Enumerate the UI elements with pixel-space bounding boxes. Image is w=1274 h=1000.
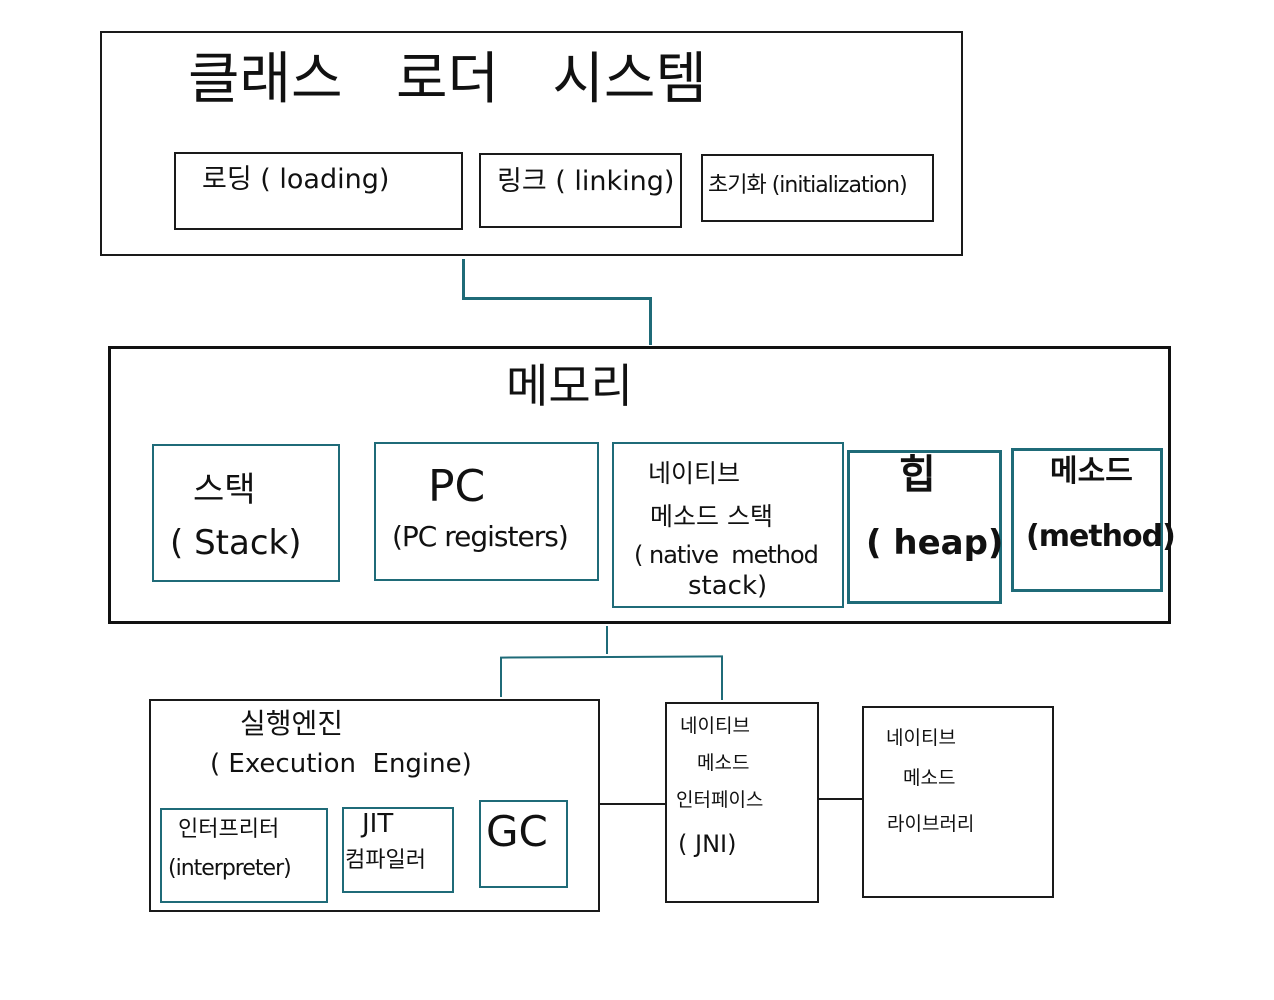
pc-label: PC [428,461,486,512]
execution-engine-box [149,699,600,912]
class-loader-system-box [100,31,963,256]
jit-compiler-label: 컴파일러 [345,848,426,873]
initialization-label: 초기화 (initialization) [708,173,908,198]
connector-branch-to-jni [721,656,723,700]
method-area-label-en: (method) [1026,519,1176,554]
native-method-library-box [862,706,1054,898]
linking-box [479,153,682,228]
stack-box [152,444,340,582]
heap-box [847,450,1002,604]
jni-label-4: ( JNI) [678,830,737,858]
linking-label: 링크 ( linking) [497,166,675,197]
native-library-label-2: 메소드 [903,767,956,789]
native-method-stack-ko-2: 메소드 스택 [650,502,773,531]
jit-label: JIT [362,809,394,839]
jni-box [665,702,819,903]
stack-label-en: ( Stack) [170,523,302,563]
connector-loader-memory-h [462,297,652,300]
loading-box [174,152,463,230]
connector-branch-to-engine [500,657,502,697]
memory-title: 메모리 [506,359,633,413]
jni-label-2: 메소드 [697,752,750,774]
pc-registers-label: (PC registers) [392,520,569,553]
native-library-label-3: 라이브러리 [887,813,975,835]
connector-memory-down [606,626,608,654]
jni-label-3: 인터페이스 [676,789,764,811]
memory-box [108,346,1171,624]
interpreter-label-ko: 인터프리터 [178,817,280,842]
connector-jni-library [819,798,862,800]
jni-label-1: 네이티브 [680,715,750,737]
connector-engine-jni [600,803,665,805]
class-loader-system-title: 클래스 로더 시스템 [188,47,707,112]
connector-loader-memory-v2 [649,297,652,345]
execution-engine-title-ko: 실행엔진 [240,707,344,740]
initialization-box [701,154,934,222]
heap-label-en: ( heap) [866,523,1004,563]
interpreter-label-en: (interpreter) [168,856,292,881]
heap-label-ko: 힙 [899,452,936,498]
pc-registers-box [374,442,599,581]
connector-memory-branch [499,655,724,659]
loading-label: 로딩 ( loading) [202,164,390,195]
execution-engine-title-en: ( Execution Engine) [210,749,472,779]
native-method-stack-en-1: ( native method [634,541,819,569]
connector-loader-memory-v1 [462,259,465,299]
gc-box [479,800,568,888]
method-area-label-ko: 메소드 [1050,454,1133,489]
native-method-stack-ko-1: 네이티브 [648,459,741,488]
jit-compiler-box [342,807,454,893]
native-method-stack-box [612,442,844,608]
native-method-stack-en-2: stack) [688,571,768,601]
stack-label-ko: 스택 [193,470,256,510]
native-library-label-1: 네이티브 [886,727,956,749]
interpreter-box [160,808,328,903]
method-area-box [1011,448,1163,592]
gc-label: GC [486,807,548,856]
